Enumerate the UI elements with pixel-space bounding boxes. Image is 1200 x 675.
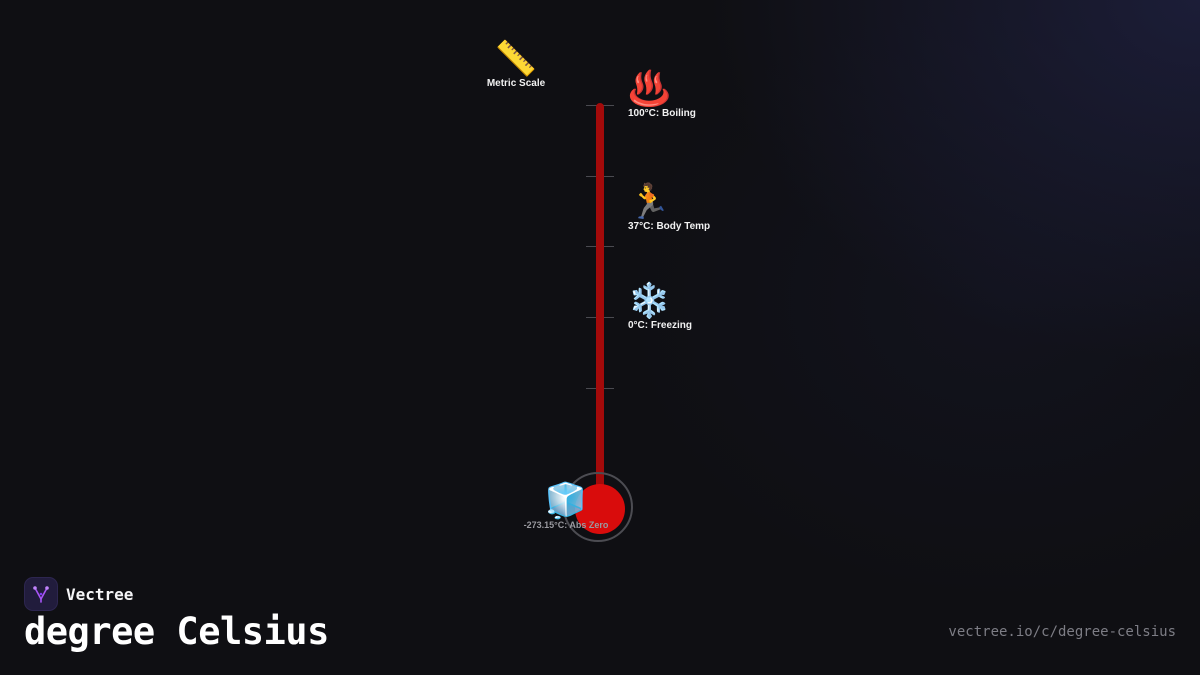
brand-name: Vectree bbox=[66, 584, 134, 604]
absolute-zero-marker: 🧊 -273.15°C: Abs Zero bbox=[522, 482, 610, 530]
thermometer-bulb bbox=[575, 484, 625, 534]
source-url[interactable]: vectree.io/c/degree-celsius bbox=[948, 624, 1176, 640]
runner-icon: 🏃 bbox=[628, 182, 671, 222]
metric-scale-label: Metric Scale bbox=[486, 78, 546, 89]
ruler-icon: 📏 bbox=[494, 39, 538, 79]
thermometer-tube bbox=[596, 103, 604, 513]
hot-springs-icon: ♨️ bbox=[628, 69, 671, 109]
snowflake-icon: ❄️ bbox=[628, 281, 671, 321]
metric-scale-marker: 📏 Metric Scale bbox=[484, 40, 548, 89]
freezing-label: 0°C: Freezing bbox=[628, 320, 693, 331]
boiling-marker: ♨️ 100°C: Boiling bbox=[628, 70, 696, 119]
absolute-zero-label: -273.15°C: Abs Zero bbox=[523, 520, 609, 530]
thermometer-bulb-ring bbox=[563, 472, 633, 542]
page-title: degree Celsius bbox=[24, 610, 329, 653]
body-temp-label: 37°C: Body Temp bbox=[628, 221, 711, 232]
ice-cube-icon: 🧊 bbox=[544, 481, 588, 521]
brand: Vectree bbox=[24, 577, 133, 611]
boiling-label: 100°C: Boiling bbox=[628, 108, 696, 119]
vectree-logo-icon bbox=[24, 577, 58, 611]
body-temp-marker: 🏃 37°C: Body Temp bbox=[628, 183, 710, 232]
freezing-marker: ❄️ 0°C: Freezing bbox=[628, 282, 692, 331]
